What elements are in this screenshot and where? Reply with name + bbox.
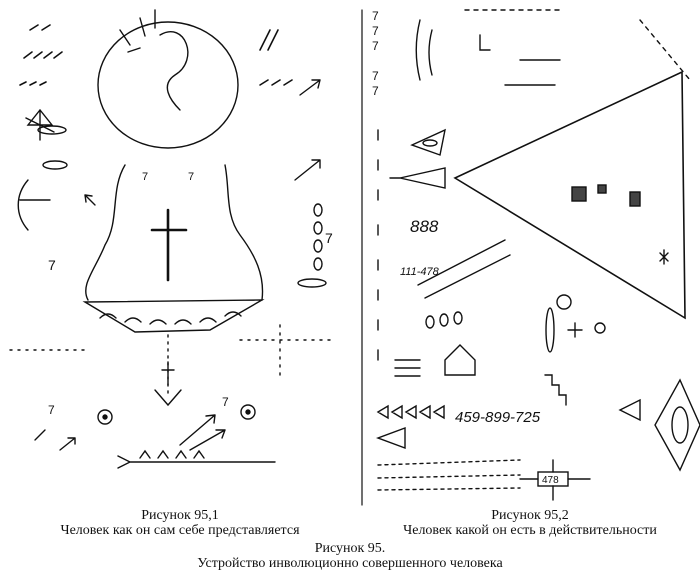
numbers-a-label: 111-478 [400, 266, 440, 278]
stem-arrow [154, 389, 182, 407]
left-seven-c: 7 [222, 395, 229, 409]
bowl-arcs [99, 311, 242, 325]
left-seven-b: 7 [325, 230, 333, 246]
right-figure: 7 7 7 7 7 888 111-478 459-899-725 [372, 9, 700, 501]
right-zero-ovals [425, 311, 463, 329]
main-caption-subtitle: Устройство инволюционно совершенного чел… [197, 556, 503, 571]
numbers-b-label: 459-899-725 [455, 409, 541, 426]
box-arrows [519, 459, 591, 501]
eye-left [97, 409, 113, 425]
right-arrows [394, 359, 421, 377]
bowl [82, 299, 265, 333]
box-478-label: 478 [542, 475, 559, 486]
eye-diamond-inner [671, 406, 689, 444]
left-caption-subtitle: Человек как он сам себе представляется [60, 523, 300, 538]
left-arrows [34, 79, 321, 451]
top-arc-marks [415, 19, 433, 81]
left-bow [17, 179, 51, 231]
left-seven-f: 7 [188, 171, 194, 183]
right-caption-subtitle: Человек какой он есть в действительности [403, 523, 657, 538]
triangle-row [376, 404, 445, 420]
cone-small [375, 426, 406, 450]
small-arrow-tri [618, 398, 641, 422]
eye-triangle [410, 128, 446, 156]
left-caption-title: Рисунок 95,1 [141, 508, 219, 523]
eye-diamond [654, 378, 700, 472]
svg-text:7: 7 [372, 24, 379, 38]
eye-triangle-pupil [422, 139, 438, 147]
top-boxes [479, 34, 561, 86]
left-seven-d: 7 [48, 403, 55, 417]
dark-square-1 [571, 186, 587, 202]
left-star-figure [25, 108, 55, 141]
head-circle [97, 21, 239, 149]
svg-text:7: 7 [372, 84, 379, 98]
oval-right-1 [297, 278, 327, 288]
hair-lines [119, 9, 156, 53]
body-outline [85, 164, 264, 301]
plus-mark [567, 322, 583, 338]
svg-text:7: 7 [372, 39, 379, 53]
oval-left-2 [42, 160, 68, 170]
eye-right [240, 404, 256, 420]
house-figure [444, 344, 476, 376]
face-profile [159, 31, 189, 111]
right-seven-ladder: 7 7 7 7 7 [372, 9, 379, 98]
bottom-bar [117, 455, 276, 469]
vertical-oval [545, 307, 555, 353]
right-caption-title: Рисунок 95,2 [491, 508, 569, 523]
small-star [659, 249, 669, 265]
cone [389, 167, 446, 189]
left-dotted-lines [9, 324, 331, 381]
eights-label: 888 [410, 217, 439, 236]
left-seven-e: 7 [142, 171, 148, 183]
dark-square-2 [629, 191, 641, 207]
right-dash-rows [377, 459, 521, 491]
big-triangle [453, 70, 686, 320]
circle-small [556, 294, 572, 310]
left-seven-a: 7 [48, 257, 56, 273]
svg-text:7: 7 [372, 69, 379, 83]
dark-square-3 [597, 184, 607, 194]
top-dashed-arc [464, 9, 691, 81]
line-a [417, 239, 511, 299]
circle-tiny [594, 322, 606, 334]
left-dash-marks [19, 24, 293, 86]
oval-left-1 [37, 125, 67, 135]
main-caption-title: Рисунок 95. [314, 541, 386, 556]
left-zero-column [313, 203, 323, 271]
bottom-triangles [139, 449, 205, 459]
stair-steps [544, 374, 567, 406]
left-figure: 7 7 7 7 7 7 [9, 9, 333, 469]
svg-text:7: 7 [372, 9, 379, 23]
